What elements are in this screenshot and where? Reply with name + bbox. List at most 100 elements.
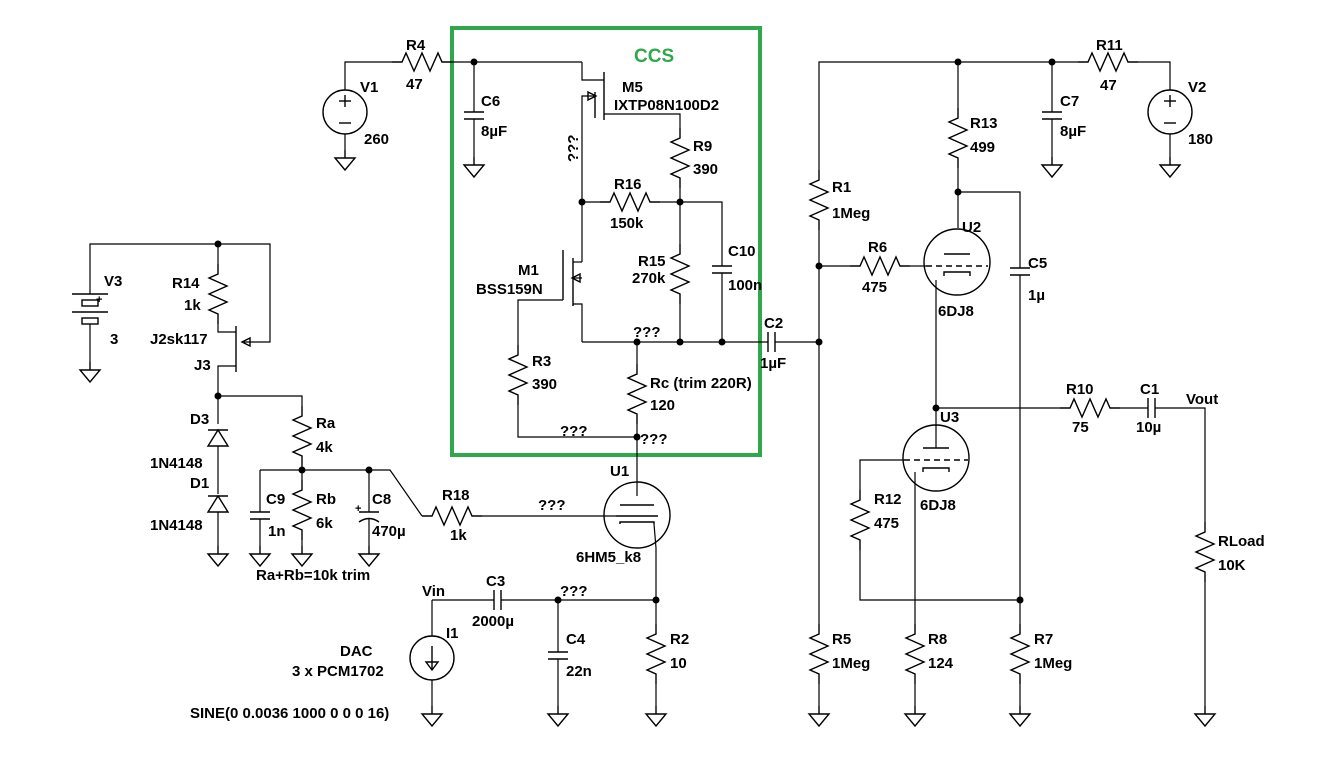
c6-capacitor (464, 62, 484, 157)
sine-source-spec: SINE(0 0.0036 1000 0 0 0 16) (190, 705, 389, 722)
r7-label: R7 (1034, 631, 1053, 648)
r12-resistor (850, 489, 870, 551)
rc-value: 120 (650, 397, 675, 414)
r6-value: 475 (862, 279, 887, 296)
r5-label: R5 (832, 631, 851, 648)
dac-sublabel: 3 x PCM1702 (292, 663, 384, 680)
r11-resistor (1077, 52, 1139, 72)
r18-value: 1k (450, 527, 467, 544)
r15-value: 270k (632, 270, 666, 287)
v3-battery (72, 280, 108, 362)
grid-unknown: ??? (538, 497, 566, 514)
c7-value: 8µF (1060, 123, 1086, 140)
rload-resistor (1195, 521, 1215, 583)
v2-value: 180 (1188, 131, 1213, 148)
r6-label: R6 (868, 239, 887, 256)
c2-capacitor (767, 332, 776, 352)
rb-value: 6k (316, 515, 333, 532)
c4-capacitor (548, 651, 568, 660)
r6-resistor (849, 256, 911, 276)
c6-value: 8µF (481, 123, 507, 140)
c1-label: C1 (1140, 381, 1159, 398)
c10-capacitor (712, 265, 732, 274)
c4-value: 22n (566, 663, 592, 680)
r10-label: R10 (1066, 381, 1094, 398)
r16-resistor (599, 192, 661, 212)
v3-label: V3 (104, 273, 122, 290)
r16-value: 150k (610, 215, 644, 232)
cathode-unknown: ??? (640, 431, 668, 448)
u2-tube (920, 228, 991, 408)
m5-gate-unknown: ??? (565, 135, 582, 163)
r4-value: 47 (406, 76, 423, 93)
r3-label: R3 (532, 353, 551, 370)
u3-tube (859, 408, 970, 624)
bottom-unknown: ??? (560, 423, 588, 440)
r1-value: 1Meg (832, 205, 870, 222)
j3-label: J3 (194, 357, 211, 374)
trim-note: Ra+Rb=10k trim (256, 567, 370, 584)
c9-label: C9 (266, 491, 285, 508)
c8-value: 470µ (372, 523, 406, 540)
r4-resistor (391, 52, 453, 72)
u3-label: U3 (940, 409, 959, 426)
r14-resistor (208, 263, 228, 325)
i1-current-source (409, 635, 455, 681)
c5-value: 1µ (1028, 287, 1045, 304)
r3-resistor (508, 344, 528, 406)
d3-value: 1N4148 (150, 455, 203, 472)
ra-value: 4k (316, 439, 333, 456)
ra-resistor (292, 405, 312, 467)
rc-label: Rc (trim 220R) (650, 375, 752, 392)
rc-resistor (627, 363, 647, 425)
m5-value: IXTP08N100D2 (614, 97, 719, 114)
r8-resistor (905, 623, 925, 685)
rb-resistor (292, 479, 312, 541)
r13-resistor (948, 107, 968, 169)
r12-value: 475 (874, 515, 899, 532)
rload-label: RLoad (1218, 533, 1265, 550)
r1-resistor (809, 169, 829, 231)
ra-label: Ra (316, 415, 336, 432)
c5-capacitor (1010, 267, 1030, 276)
c5-label: C5 (1028, 255, 1047, 272)
r9-label: R9 (693, 138, 712, 155)
c7-capacitor (1042, 111, 1062, 120)
r15-resistor (670, 243, 690, 305)
v1-label: V1 (360, 79, 378, 96)
r1-label: R1 (832, 179, 851, 196)
r16-label: R16 (614, 176, 642, 193)
r10-value: 75 (1072, 419, 1089, 436)
r2-value: 10 (670, 655, 687, 672)
r5-resistor (809, 623, 829, 685)
c10-label: C10 (728, 243, 756, 260)
m1-mosfet (517, 202, 583, 345)
d1-diode (206, 494, 230, 513)
node-unknown: ??? (633, 324, 661, 341)
c4-label: C4 (566, 631, 586, 648)
c8-capacitor: + (355, 503, 380, 523)
r2-resistor (646, 623, 666, 685)
m1-value: BSS159N (476, 281, 543, 298)
r5-value: 1Meg (832, 655, 870, 672)
ccs-box (450, 26, 762, 457)
v2-source (1147, 89, 1193, 135)
r8-value: 124 (928, 655, 954, 672)
c6-label: C6 (481, 93, 500, 110)
v1-source (322, 89, 368, 135)
d1-label: D1 (190, 475, 209, 492)
dac-label: DAC (340, 643, 373, 660)
c3-value: 2000µ (472, 613, 514, 630)
r12-label: R12 (874, 491, 902, 508)
c8-label: C8 (372, 491, 391, 508)
r7-resistor (1010, 623, 1030, 685)
r9-value: 390 (693, 161, 718, 178)
i1-label: I1 (446, 625, 459, 642)
j3-jfet (217, 324, 251, 396)
r13-label: R13 (970, 115, 998, 132)
r15-label: R15 (638, 253, 666, 270)
vout-label: Vout (1186, 391, 1218, 408)
m5-mosfet (581, 62, 681, 200)
d3-diode (206, 428, 230, 447)
r9-resistor (670, 127, 690, 189)
